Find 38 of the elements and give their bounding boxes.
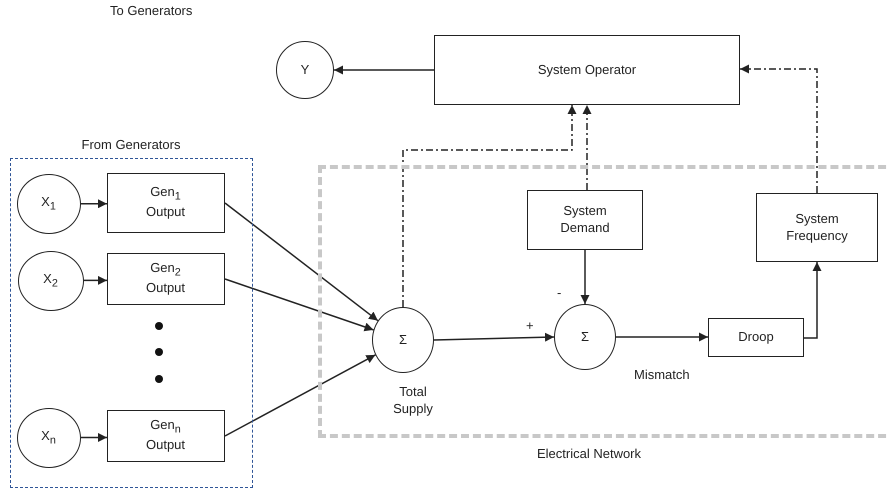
arrow [616,332,708,342]
box-label: System Frequency [785,210,849,244]
arrow [84,276,107,285]
node-symbol: Y [300,62,310,78]
process-box [106,252,224,304]
process-box [708,318,804,357]
node-symbol: X$_{2}$ [43,270,58,290]
group-heading: Electrical Network [536,446,642,463]
arrow [402,105,576,307]
arrow [224,354,376,437]
node-symbol: Σ [580,328,590,346]
process-box [106,172,224,232]
arrow [580,250,590,304]
node-symbol: X$_{n}$ [41,428,56,448]
box-label: Gen$_{2}$ Output [144,260,186,297]
process-box [434,35,740,105]
group-heading: From Generators [82,137,180,154]
box-label: Droop [738,329,774,346]
arrow [740,64,818,193]
box-label: Gen$_{1}$ Output [144,184,186,221]
box-label: System Operator [538,62,636,78]
note-label: To Generators [110,3,192,20]
process-box [527,190,643,250]
arrow [334,66,434,74]
arrow [224,202,378,322]
node-symbol: Σ [398,332,408,348]
box-label: Gen$_{n}$ Output [144,417,186,454]
arrow [81,199,107,208]
arrow [434,332,554,342]
arrow [81,432,107,442]
node-symbol: X$_{1}$ [41,194,56,214]
box-label: System Demand [559,203,611,237]
arrow [804,262,822,339]
node-caption: Total Supply [392,384,434,418]
arrow [224,278,374,332]
process-box [756,193,878,262]
process-box [106,410,224,462]
arrow [582,105,592,190]
